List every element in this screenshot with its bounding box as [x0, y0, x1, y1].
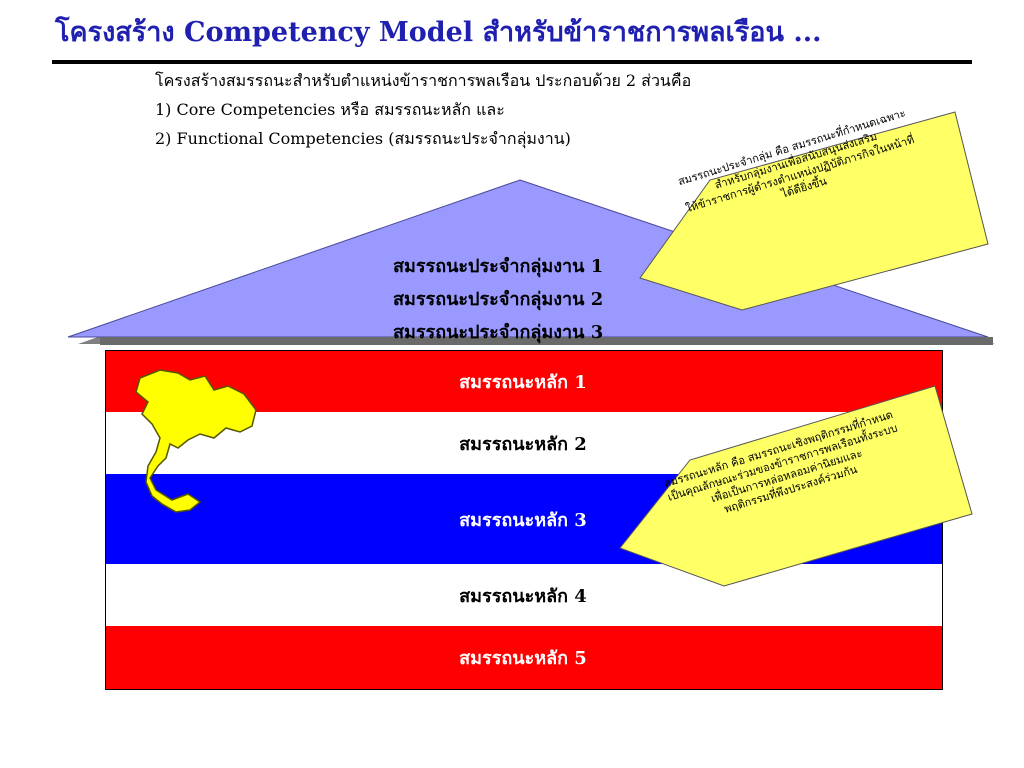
- core-band-5: สมรรถนะหลัก 5: [105, 626, 943, 689]
- core-band-4: สมรรถนะหลัก 4: [105, 564, 943, 626]
- title-divider: [52, 60, 972, 64]
- intro-text: โครงสร้างสมรรถนะสำหรับตำแหน่งข้าราชการพล…: [155, 66, 691, 153]
- core-band-label: สมรรถนะหลัก 2: [459, 433, 587, 455]
- core-callout: [619, 385, 973, 587]
- functional-competency-3: สมรรถนะประจำกลุ่มงาน 3: [393, 322, 604, 343]
- functional-callout: [639, 111, 989, 311]
- core-band-label: สมรรถนะหลัก 3: [459, 509, 587, 531]
- core-band-label: สมรรถนะหลัก 4: [459, 585, 587, 607]
- functional-competency-2: สมรรถนะประจำกลุ่มงาน 2: [393, 289, 604, 310]
- functional-competency-1: สมรรถนะประจำกลุ่มงาน 1: [393, 256, 604, 277]
- thailand-map-icon: [135, 369, 257, 513]
- core-band-label: สมรรถนะหลัก 1: [459, 371, 587, 393]
- page-title: โครงสร้าง Competency Model สำหรับข้าราชก…: [55, 17, 822, 48]
- intro-line-3: 2) Functional Competencies (สมรรถนะประจำ…: [155, 129, 571, 148]
- roof-eave: [100, 337, 993, 345]
- intro-line-2: 1) Core Competencies หรือ สมรรถนะหลัก แล…: [155, 100, 505, 119]
- core-band-label: สมรรถนะหลัก 5: [459, 648, 587, 669]
- intro-line-1: โครงสร้างสมรรถนะสำหรับตำแหน่งข้าราชการพล…: [155, 71, 692, 90]
